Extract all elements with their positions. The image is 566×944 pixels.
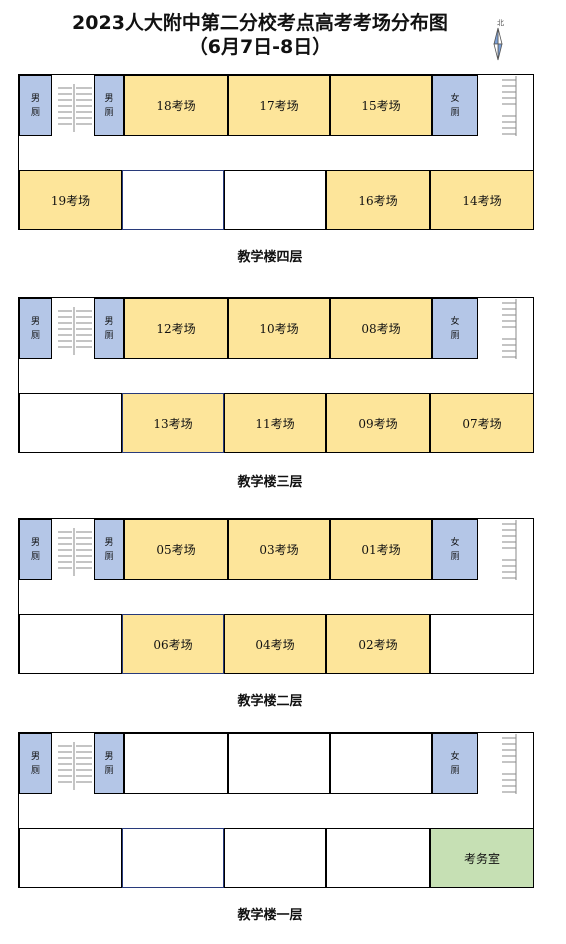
exam-room: 02考场 bbox=[326, 614, 430, 674]
female-restroom: 女厕 bbox=[432, 298, 478, 359]
floor-label: 教学楼二层 bbox=[237, 694, 303, 709]
female-restroom: 女厕 bbox=[432, 75, 478, 136]
floor-4-plan: 男厕 男厕 18考场 17考场 15考场 女厕 19考场 16考场 14考场 bbox=[18, 74, 534, 232]
empty-room bbox=[19, 614, 122, 674]
empty-room bbox=[122, 170, 224, 230]
empty-room bbox=[330, 733, 432, 794]
exam-room: 07考场 bbox=[430, 393, 534, 453]
page-title: 2023人大附中第二分校考点高考考场分布图 bbox=[72, 12, 448, 34]
page-subtitle: （6月7日-8日） bbox=[188, 36, 332, 58]
exam-room: 12考场 bbox=[124, 298, 228, 359]
exam-room: 05考场 bbox=[124, 519, 228, 580]
staircase-left bbox=[58, 82, 94, 140]
exam-room: 14考场 bbox=[430, 170, 534, 230]
male-restroom-right: 男厕 bbox=[94, 298, 124, 359]
staircase-right bbox=[482, 734, 526, 798]
exam-room: 03考场 bbox=[228, 519, 330, 580]
male-restroom-right: 男厕 bbox=[94, 519, 124, 580]
floor-1-plan: 男厕 男厕 女厕 考务室 bbox=[18, 732, 534, 890]
exam-room: 17考场 bbox=[228, 75, 330, 136]
empty-room bbox=[19, 828, 122, 888]
exam-room: 08考场 bbox=[330, 298, 432, 359]
empty-room bbox=[326, 828, 430, 888]
exam-room: 13考场 bbox=[122, 393, 224, 453]
exam-room: 15考场 bbox=[330, 75, 432, 136]
male-restroom-left: 男厕 bbox=[19, 519, 52, 580]
empty-room bbox=[124, 733, 228, 794]
staircase-right bbox=[482, 299, 526, 363]
exam-room: 01考场 bbox=[330, 519, 432, 580]
exam-room: 19考场 bbox=[19, 170, 122, 230]
staircase-left bbox=[58, 526, 94, 584]
north-arrow-icon: 北 bbox=[487, 18, 509, 62]
empty-room bbox=[19, 393, 122, 453]
exam-room: 09考场 bbox=[326, 393, 430, 453]
male-restroom-right: 男厕 bbox=[94, 75, 124, 136]
male-restroom-left: 男厕 bbox=[19, 298, 52, 359]
female-restroom: 女厕 bbox=[432, 733, 478, 794]
empty-room bbox=[224, 828, 326, 888]
exam-room: 11考场 bbox=[224, 393, 326, 453]
floor-label: 教学楼三层 bbox=[237, 475, 303, 490]
empty-room bbox=[122, 828, 224, 888]
empty-room bbox=[228, 733, 330, 794]
staircase-right bbox=[482, 76, 526, 140]
exam-room: 04考场 bbox=[224, 614, 326, 674]
exam-room: 18考场 bbox=[124, 75, 228, 136]
exam-room: 10考场 bbox=[228, 298, 330, 359]
female-restroom: 女厕 bbox=[432, 519, 478, 580]
compass-label: 北 bbox=[497, 19, 504, 27]
empty-room bbox=[224, 170, 326, 230]
staircase-right bbox=[482, 520, 526, 584]
floor-3-plan: 男厕 男厕 12考场 10考场 08考场 女厕 13考场 11考场 09考场 0… bbox=[18, 297, 534, 455]
exam-office-room: 考务室 bbox=[430, 828, 534, 888]
empty-room bbox=[430, 614, 534, 674]
exam-room: 06考场 bbox=[122, 614, 224, 674]
male-restroom-right: 男厕 bbox=[94, 733, 124, 794]
staircase-left bbox=[58, 740, 94, 798]
floor-label: 教学楼四层 bbox=[237, 250, 303, 265]
male-restroom-left: 男厕 bbox=[19, 75, 52, 136]
staircase-left bbox=[58, 305, 94, 363]
floor-2-plan: 男厕 男厕 05考场 03考场 01考场 女厕 06考场 04考场 02考场 bbox=[18, 518, 534, 676]
exam-room: 16考场 bbox=[326, 170, 430, 230]
male-restroom-left: 男厕 bbox=[19, 733, 52, 794]
floor-label: 教学楼一层 bbox=[237, 908, 303, 923]
